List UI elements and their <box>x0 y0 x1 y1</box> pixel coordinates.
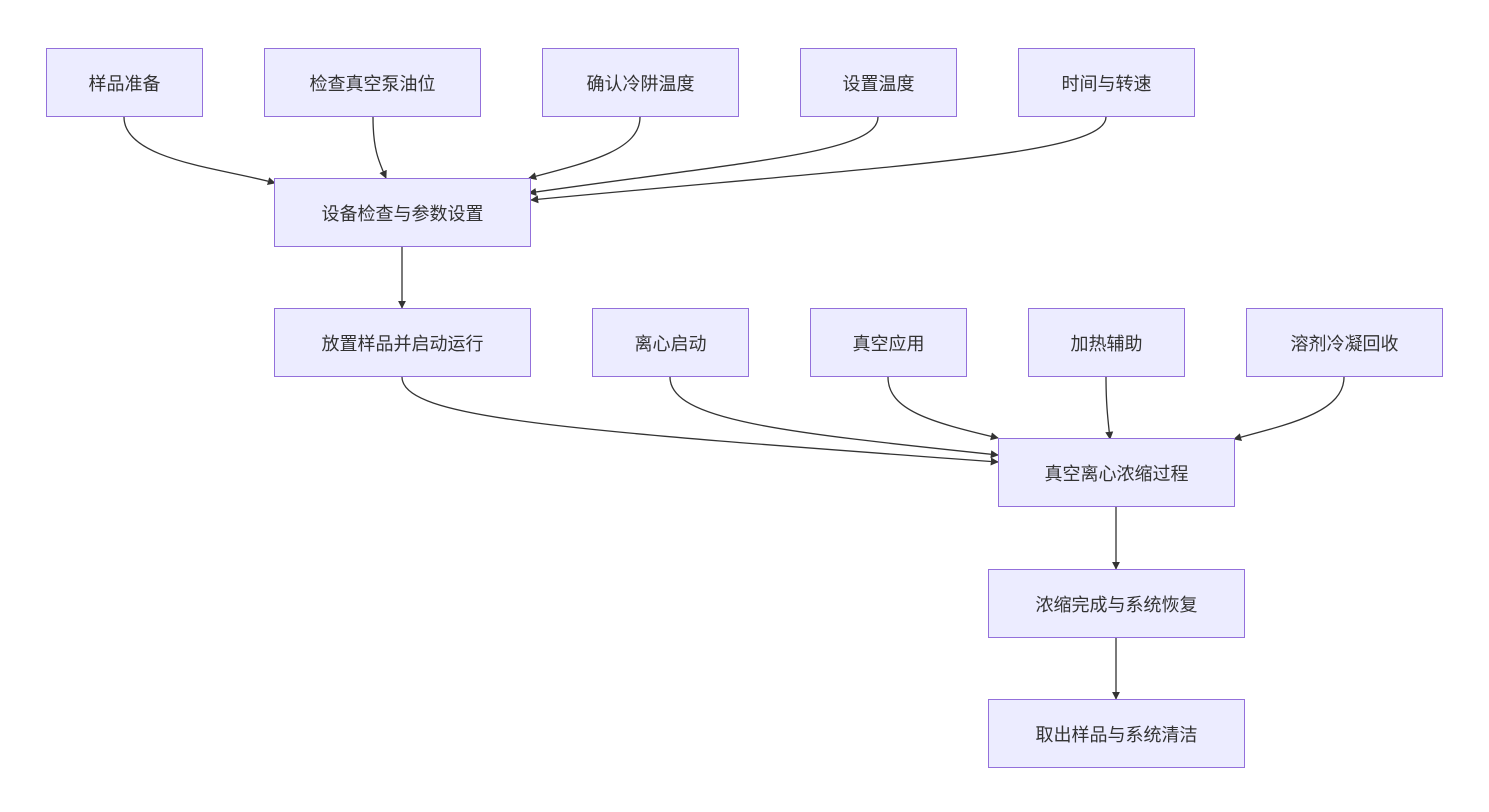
node-equipment-setup: 设备检查与参数设置 <box>274 178 531 247</box>
node-set-temp: 设置温度 <box>800 48 957 117</box>
edge-set-temp-to-setup <box>528 116 879 196</box>
node-label: 时间与转速 <box>1061 73 1152 95</box>
node-label: 设备检查与参数设置 <box>321 203 484 225</box>
node-confirm-trap-temp: 确认冷阱温度 <box>542 48 739 117</box>
edge-centrifuge-to-process <box>669 376 999 459</box>
node-centrifuge-start: 离心启动 <box>592 308 749 377</box>
node-heat-assist: 加热辅助 <box>1028 308 1185 377</box>
node-label: 检查真空泵油位 <box>309 73 436 95</box>
node-label: 溶剂冷凝回收 <box>1290 333 1399 355</box>
node-solvent-recovery: 溶剂冷凝回收 <box>1246 308 1443 377</box>
node-label: 设置温度 <box>842 73 915 95</box>
node-complete-restore: 浓缩完成与系统恢复 <box>988 569 1245 638</box>
edge-time-speed-to-setup <box>530 116 1107 204</box>
edge-trap-temp-to-setup <box>528 116 641 181</box>
edge-pump-oil-to-setup <box>372 116 387 179</box>
node-remove-clean: 取出样品与系统清洁 <box>988 699 1245 768</box>
node-label: 取出样品与系统清洁 <box>1035 724 1198 746</box>
edge-sample-prep-to-setup <box>123 116 276 185</box>
edge-heat-to-process <box>1105 376 1114 440</box>
node-label: 加热辅助 <box>1070 333 1143 355</box>
node-label: 样品准备 <box>88 73 161 95</box>
edge-solvent-to-process <box>1233 376 1345 442</box>
node-label: 浓缩完成与系统恢复 <box>1035 594 1198 616</box>
node-label: 放置样品并启动运行 <box>321 333 484 355</box>
node-vacuum-apply: 真空应用 <box>810 308 967 377</box>
node-label: 确认冷阱温度 <box>586 73 695 95</box>
node-sample-prep: 样品准备 <box>46 48 203 117</box>
node-time-speed: 时间与转速 <box>1018 48 1195 117</box>
node-label: 离心启动 <box>634 333 707 355</box>
edge-load-run-to-process <box>401 376 999 466</box>
node-concentration-process: 真空离心浓缩过程 <box>998 438 1235 507</box>
edge-vacuum-to-process <box>887 376 999 441</box>
node-label: 真空离心浓缩过程 <box>1044 463 1189 485</box>
node-load-and-run: 放置样品并启动运行 <box>274 308 531 377</box>
node-check-pump-oil: 检查真空泵油位 <box>264 48 481 117</box>
node-label: 真空应用 <box>852 333 925 355</box>
